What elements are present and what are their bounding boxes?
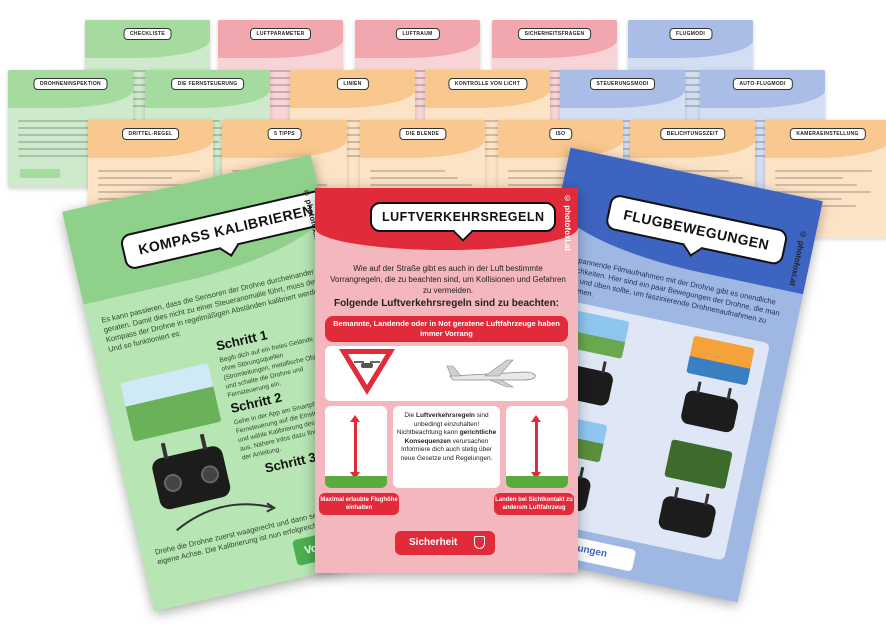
watermark: © photofoxi.at [563, 194, 572, 251]
rules-heading: Folgende Luftverkehrsregeln sind zu beac… [333, 298, 560, 309]
max-height-illustration [325, 406, 387, 488]
sicherheit-label: Sicherheit [409, 537, 458, 548]
card-kompass-kalibrieren: KOMPASS KALIBRIEREN Es kann passieren, d… [62, 154, 403, 612]
shield-check-icon [474, 536, 485, 549]
rotation-arrow-icon [176, 502, 277, 532]
max-height-label: Maximal erlaubte Flughöhe einhalten [319, 493, 399, 515]
background-card-title: AUTO-FLUGMODI [732, 78, 793, 90]
background-card-title: STEUERUNGSMODI [589, 78, 656, 90]
background-card-title: DROHNENINSPEKTION [33, 78, 108, 90]
background-card-title: DRITTEL-REGEL [121, 128, 180, 140]
background-card-title: ISO [548, 128, 573, 140]
landing-arrow-icon [531, 415, 541, 479]
remote-controller-icon [679, 389, 740, 434]
yield-sign-icon [339, 349, 395, 395]
background-card-title: LINIEN [336, 78, 369, 90]
background-card-title: DIE BLENDE [398, 128, 447, 140]
background-card-title: DIE FERNSTEUERUNG [170, 78, 245, 90]
card-footer-pill [20, 169, 60, 178]
background-card-title: FLUGMODI [668, 28, 713, 40]
remote-controller-icon [657, 494, 718, 540]
landscape-image [120, 363, 222, 442]
scene-image [664, 439, 733, 490]
background-card-title: KONTROLLE VON LICHT [447, 78, 528, 90]
text-placeholder-lines [18, 120, 123, 162]
scene-image [686, 335, 755, 386]
priority-rule-banner: Bemannte, Landende oder in Not geratene … [325, 316, 568, 342]
rules-warning-text: Die Luftverkehrsregeln sind unbedingt ei… [393, 406, 500, 488]
background-card-title: BELICHTUNGSZEIT [659, 128, 726, 140]
card-title: LUFTVERKEHRSREGELN [370, 202, 557, 232]
background-card-title: LUFTPARAMETER [249, 28, 312, 40]
sicherheit-button[interactable]: Sicherheit [395, 531, 495, 555]
landing-label: Landen bei Sichtkontakt zu anderem Luftf… [494, 493, 574, 515]
priority-illustration [325, 346, 568, 401]
background-card-title: SICHERHEITSFRAGEN [517, 28, 592, 40]
background-card-title: KAMERAEINSTELLUNG [789, 128, 866, 140]
height-arrow-icon [350, 415, 360, 479]
rules-middle-row: Die Luftverkehrsregeln sind unbedingt ei… [325, 406, 568, 488]
background-card-title: LUFTRAUM [395, 28, 440, 40]
card-intro: Wie auf der Straße gibt es auch in der L… [330, 264, 566, 295]
landing-illustration [506, 406, 568, 488]
card-luftverkehrsregeln: LUFTVERKEHRSREGELN © photofoxi.at Wie au… [315, 188, 578, 573]
drone-icon [354, 361, 380, 368]
background-card-title: CHECKLISTE [123, 28, 172, 40]
airplane-icon [446, 359, 536, 388]
background-card-title: 5 TIPPS [267, 128, 302, 140]
